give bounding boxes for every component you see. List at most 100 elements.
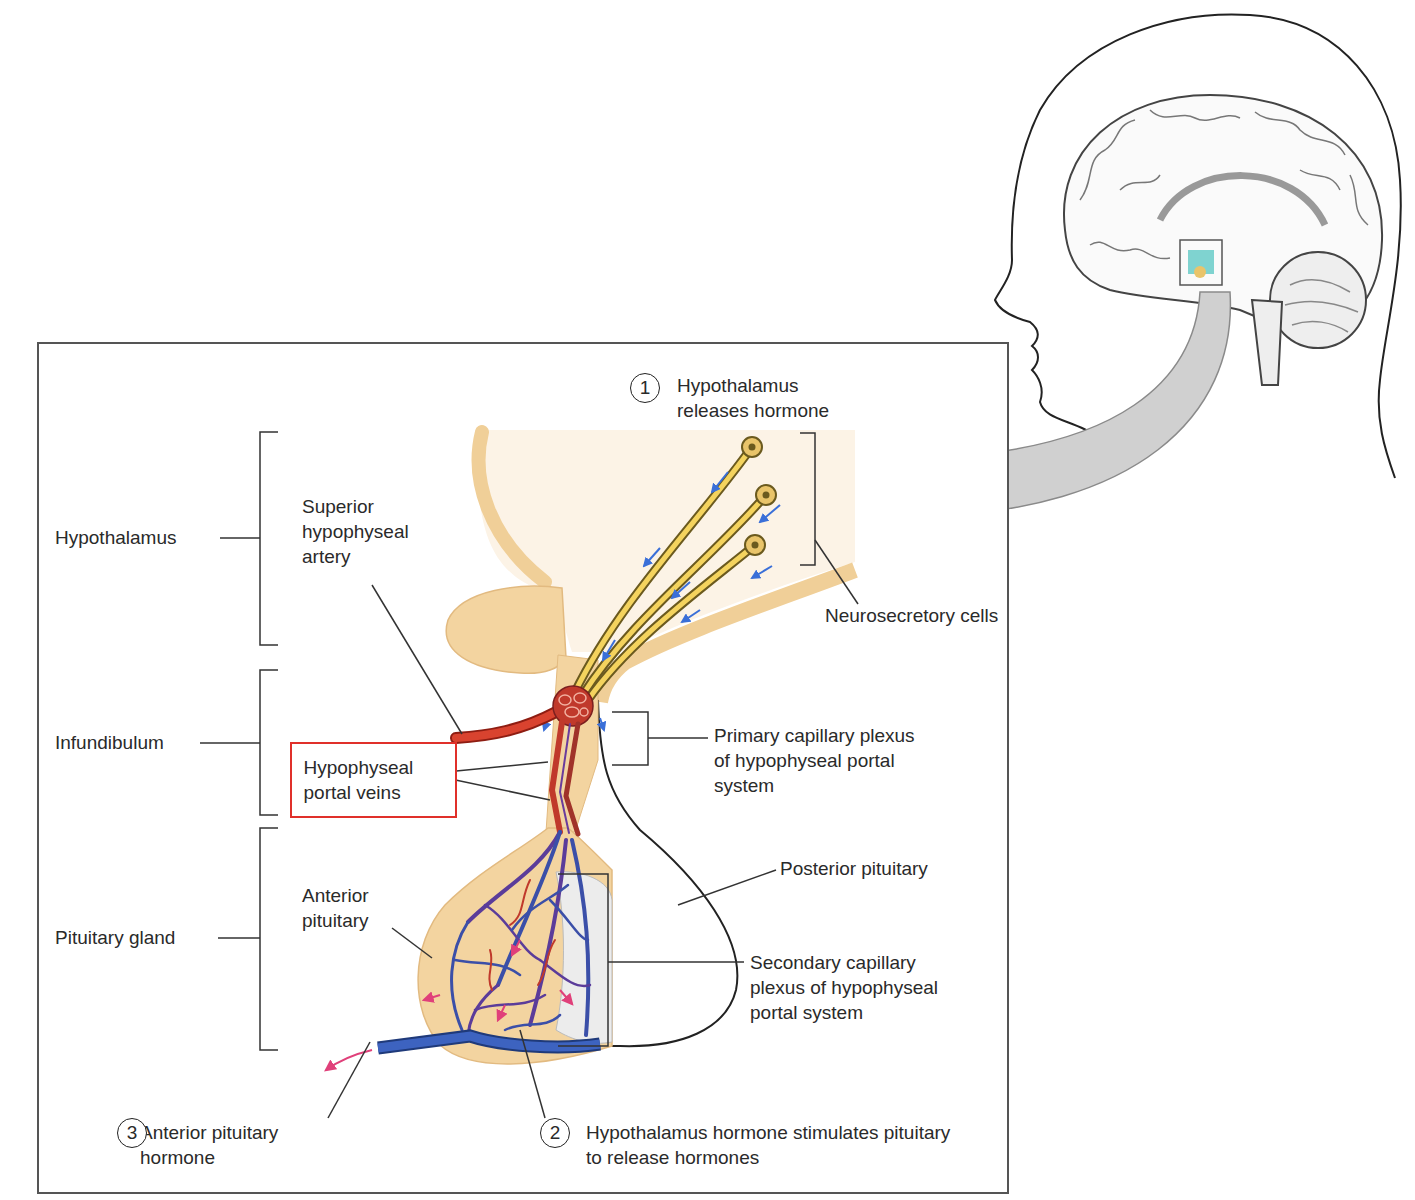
capillary-loop bbox=[559, 695, 571, 705]
leader-line bbox=[446, 762, 548, 772]
brain-stem bbox=[1252, 300, 1282, 385]
part-label: Primary capillary plexus of hypophyseal … bbox=[714, 723, 928, 798]
superior-hypophyseal-artery bbox=[456, 712, 556, 738]
cell-body bbox=[742, 437, 762, 457]
bracket-tick bbox=[220, 537, 260, 539]
cell-nucleus bbox=[749, 444, 756, 451]
capillary bbox=[498, 832, 560, 985]
callout-number: 2 bbox=[550, 1120, 561, 1145]
part-label: Superior hypophyseal artery bbox=[302, 494, 452, 569]
step-text: Hypothalamus releases hormone bbox=[677, 373, 867, 423]
callout-circle: 3 bbox=[117, 1118, 147, 1148]
capillary bbox=[468, 832, 560, 922]
axon bbox=[588, 545, 755, 700]
gyrus-line bbox=[1080, 120, 1135, 200]
callout-number: 1 bbox=[640, 375, 651, 400]
flow-arrows bbox=[544, 472, 780, 730]
bracket bbox=[800, 433, 815, 565]
region-label: Pituitary gland bbox=[55, 925, 175, 950]
callout-number: 3 bbox=[127, 1120, 138, 1145]
release-arrow bbox=[512, 940, 520, 955]
callout-circle: 1 bbox=[630, 373, 660, 403]
leader-line bbox=[328, 1042, 370, 1118]
leader-line bbox=[678, 870, 776, 905]
release-arrow bbox=[560, 990, 572, 1004]
leader-line bbox=[815, 540, 858, 604]
capillary-loop bbox=[565, 707, 579, 717]
bracket bbox=[260, 828, 278, 1050]
flow-arrow bbox=[682, 610, 700, 622]
capillary bbox=[468, 985, 498, 1035]
leader-line bbox=[608, 961, 744, 963]
portal-vein bbox=[560, 724, 570, 833]
cell-nucleus bbox=[763, 492, 770, 499]
flow-arrow bbox=[603, 640, 615, 660]
flow-arrow bbox=[600, 718, 604, 730]
axon-outline bbox=[588, 545, 755, 700]
capillary bbox=[452, 922, 468, 1030]
capillary bbox=[572, 840, 588, 1035]
cell-bodies bbox=[742, 437, 776, 555]
gyrus-line bbox=[1150, 110, 1240, 120]
capillary bbox=[485, 905, 540, 960]
bracket bbox=[260, 432, 278, 645]
portal-vein bbox=[552, 722, 562, 832]
cerebellum bbox=[1270, 252, 1366, 348]
leader-line bbox=[446, 778, 550, 800]
capillary bbox=[540, 960, 590, 986]
capillary bbox=[455, 960, 520, 975]
flow-arrow bbox=[672, 582, 690, 598]
capillary-red bbox=[538, 940, 555, 985]
inset-frame bbox=[38, 343, 1008, 1193]
flow-arrow bbox=[760, 505, 780, 522]
capillary-loop bbox=[574, 693, 586, 703]
region-dot bbox=[1194, 266, 1206, 278]
primary-plexus bbox=[553, 686, 593, 726]
flow-arrow bbox=[752, 566, 772, 578]
release-arrow bbox=[498, 1005, 505, 1020]
release-arrows bbox=[424, 940, 572, 1020]
optic-chiasm bbox=[446, 586, 566, 673]
capillary-loop bbox=[580, 708, 588, 716]
gyrus-line bbox=[1255, 112, 1345, 155]
box-label: Hypophyseal portal veins bbox=[304, 755, 444, 805]
callout-circle: 2 bbox=[540, 1118, 570, 1148]
bracket-tick bbox=[218, 937, 260, 939]
outflow-arrow bbox=[326, 1050, 372, 1070]
label-box: Hypophyseal portal veins bbox=[290, 742, 457, 818]
portal-veins bbox=[552, 722, 578, 834]
brain-gyri bbox=[1080, 110, 1368, 259]
gyrus-line bbox=[1350, 175, 1368, 225]
gyrus-line bbox=[1120, 175, 1160, 190]
capillary bbox=[505, 1015, 560, 1030]
region-label: Infundibulum bbox=[55, 730, 164, 755]
artery-outline bbox=[456, 712, 556, 738]
step-text: Hypothalamus hormone stimulates pituitar… bbox=[586, 1120, 958, 1170]
capillary-red bbox=[489, 950, 492, 990]
zoom-box bbox=[1180, 240, 1222, 285]
cell-nucleus bbox=[752, 542, 759, 549]
secondary-plexus bbox=[452, 832, 590, 1035]
flow-arrow bbox=[712, 472, 728, 492]
axons bbox=[575, 447, 766, 700]
corpus-callosum bbox=[1160, 176, 1325, 225]
gyrus-line bbox=[1090, 242, 1170, 258]
leader-line bbox=[392, 928, 432, 958]
cell-body bbox=[745, 535, 765, 555]
cerebellum-folds bbox=[1285, 280, 1358, 332]
part-label: Neurosecretory cells bbox=[825, 603, 1000, 628]
part-label: Posterior pituitary bbox=[780, 856, 928, 881]
bracket bbox=[260, 670, 278, 815]
leader-line bbox=[520, 1030, 545, 1118]
flow-arrow bbox=[644, 548, 660, 566]
leader-line bbox=[372, 585, 462, 734]
plexus-loops bbox=[559, 693, 588, 717]
bracket bbox=[612, 712, 648, 765]
bracket-tick bbox=[200, 742, 260, 744]
region-label: Hypothalamus bbox=[55, 525, 176, 550]
capillary-red bbox=[510, 880, 530, 925]
region-brackets bbox=[200, 432, 278, 1050]
anterior-pituitary bbox=[418, 828, 612, 1064]
